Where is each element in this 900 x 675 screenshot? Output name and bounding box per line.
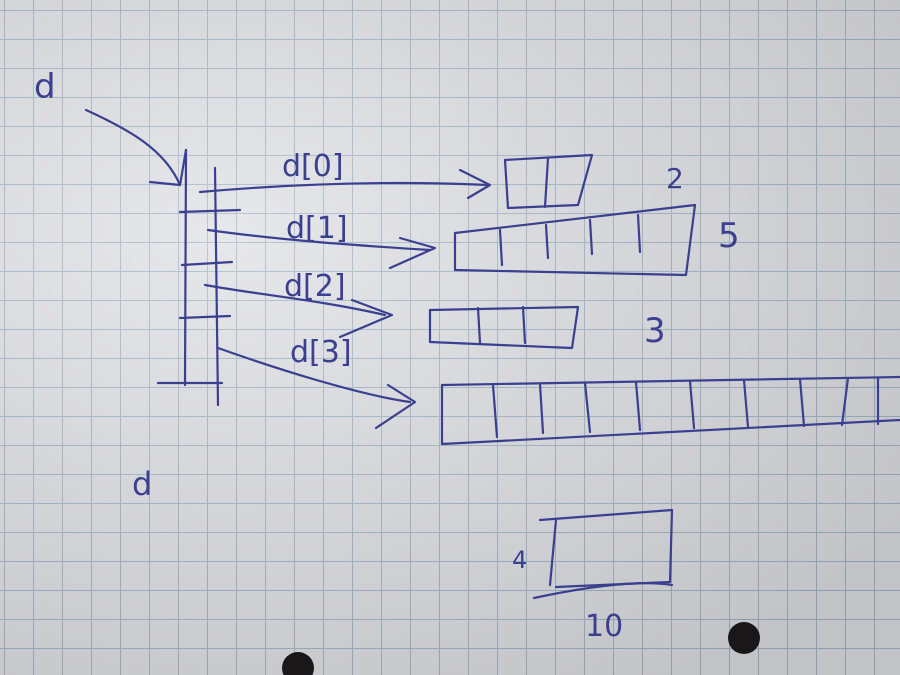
row0-cell-divider [543, 156, 550, 209]
arrow-row2 [203, 283, 387, 317]
row3-divider-5 [688, 379, 696, 430]
row2-divider-2 [521, 305, 527, 345]
binder-hole-left [282, 652, 314, 675]
row3-box [440, 375, 900, 446]
arrow-row3 [216, 346, 412, 404]
bottom-rectangle-left [548, 518, 558, 587]
label-pointer-bottom: d [132, 465, 152, 503]
row3-divider-1 [491, 383, 499, 439]
label-arr3: d[3] [290, 335, 352, 370]
arrow-row3-head [374, 383, 417, 430]
arrow-row1 [206, 228, 432, 252]
row2-box [428, 305, 580, 350]
label-rect-width: 10 [585, 609, 623, 644]
bottom-rectangle-baseline [532, 582, 674, 600]
row3-divider-7 [798, 377, 806, 428]
row3-divider-3 [583, 381, 592, 434]
pointer-head [148, 148, 188, 187]
row3-divider-2 [538, 382, 545, 435]
row0-box [503, 153, 594, 210]
arrow-row2-head [338, 298, 394, 339]
label-rect-height: 4 [512, 546, 527, 574]
bottom-rectangle [538, 508, 674, 589]
row1-divider-3 [588, 218, 594, 256]
label-size2: 3 [644, 311, 666, 351]
label-arr2: d[2] [284, 269, 346, 304]
row1-box [453, 203, 697, 277]
label-arr1: d[1] [286, 211, 348, 246]
row1-divider-1 [498, 228, 504, 267]
row3-divider-8 [840, 376, 850, 427]
binder-hole-right [728, 622, 760, 654]
row3-divider-4 [634, 380, 642, 432]
row3-divider-6 [742, 378, 750, 429]
pointer-stem [84, 108, 182, 187]
label-pointer-top: d [34, 67, 56, 107]
arrow-row0 [198, 181, 490, 194]
row1-divider-4 [636, 213, 642, 254]
label-size0: 2 [666, 162, 684, 195]
pointer-array-divider-2 [180, 260, 234, 267]
pointer-array-divider-1 [178, 208, 242, 214]
pointer-array-left [183, 148, 188, 387]
row2-divider-1 [476, 306, 482, 345]
label-arr0: d[0] [282, 149, 344, 184]
row1-divider-2 [544, 223, 550, 260]
pointer-array-divider-3 [178, 314, 232, 320]
arrow-row1-head [388, 236, 437, 270]
label-size1: 5 [718, 216, 740, 256]
arrow-row0-head [458, 168, 492, 200]
